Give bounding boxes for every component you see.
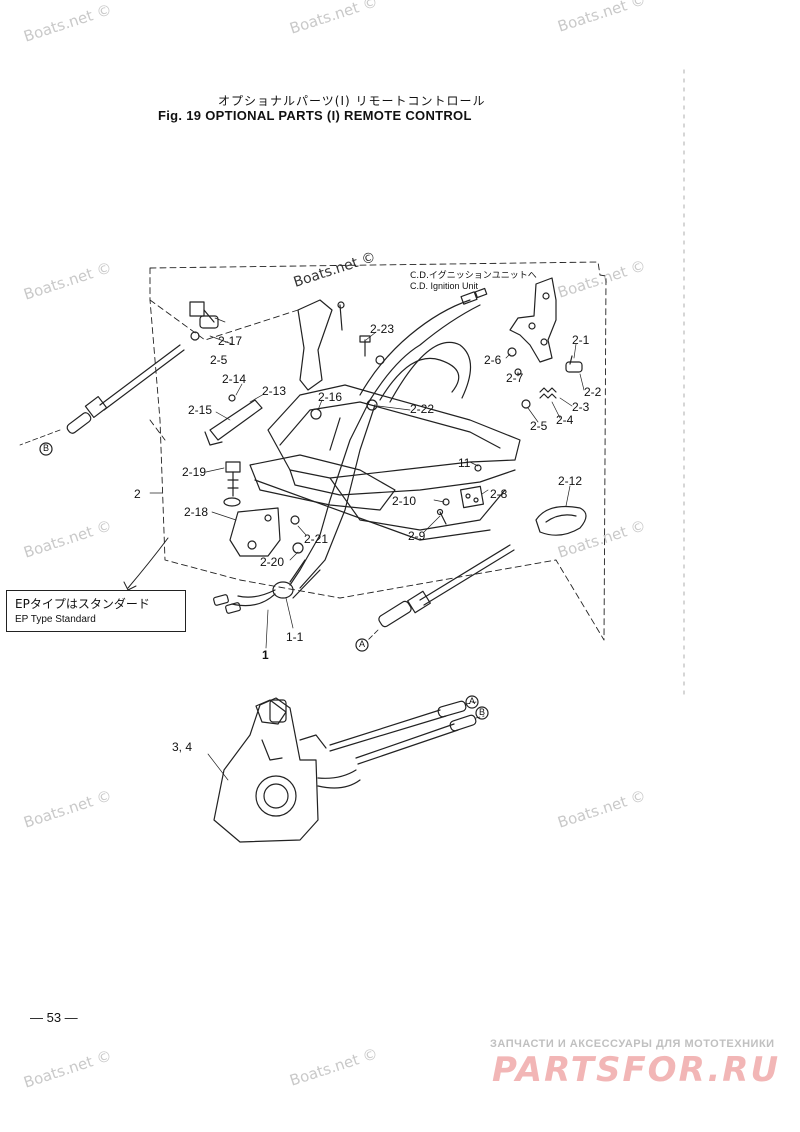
part-label-2-2: 2-2	[584, 385, 602, 399]
callout-a: A	[359, 639, 366, 649]
part-label-2-1: 2-1	[572, 333, 590, 347]
callout-a-circle-2	[465, 695, 479, 709]
part-label-2-16: 2-16	[318, 390, 343, 404]
leader-lines	[149, 317, 585, 781]
part-label-2-7: 2-7	[506, 371, 524, 385]
control-lever	[297, 299, 345, 391]
part-1-harness	[213, 559, 321, 614]
part-label-2-21: 2-21	[304, 532, 329, 546]
part-label-2-3: 2-3	[572, 400, 590, 414]
page-number: — 53 —	[30, 1010, 78, 1025]
part-2-6-nut	[507, 347, 517, 357]
part-label-2-5: 2-5	[530, 419, 548, 433]
part-2-4-spring	[539, 387, 557, 399]
callout-b: B	[479, 707, 486, 717]
shift-cable-a	[367, 544, 515, 641]
remote-cables	[329, 700, 485, 765]
part-label-3-4: 3, 4	[172, 740, 193, 754]
ep-note: EP Type Standard	[15, 614, 96, 625]
part-label-2-22: 2-22	[410, 402, 435, 416]
wiring-harness	[289, 287, 488, 589]
callout-a: A	[469, 696, 476, 706]
part-2-13-plate	[204, 399, 263, 446]
part-2-5-nut-left	[190, 331, 200, 341]
part-label-2-15: 2-15	[188, 403, 213, 417]
part-label-2-13: 2-13	[262, 384, 287, 398]
part-2-1-bracket	[509, 277, 557, 363]
callout-a-circle-1	[355, 638, 369, 652]
part-label-2-23: 2-23	[370, 322, 395, 336]
part-label-1-1: 1-1	[286, 630, 304, 644]
part-11-screw	[474, 464, 482, 472]
part-2-20-nut	[292, 542, 304, 554]
part-2-19-bolt	[225, 461, 241, 497]
washer	[223, 497, 241, 507]
part-label-2-18: 2-18	[184, 505, 209, 519]
part-label-2-19: 2-19	[182, 465, 207, 479]
part-2-18-bracket	[229, 507, 281, 557]
ep-note-box: EPタイプはスタンダード EP Type Standard	[6, 590, 186, 632]
figure-title-jp: オプショナルパーツ(I) リモートコントロール	[218, 94, 486, 108]
part-2-5-nut-right	[521, 399, 531, 409]
part-label-2-12: 2-12	[558, 474, 583, 488]
callout-b-circle-2	[475, 706, 489, 720]
ignition-note-jp: C.D.イグニッションユニットへ	[410, 271, 537, 281]
part-label-2-14: 2-14	[222, 372, 247, 386]
part-2-12-cover	[535, 505, 587, 536]
ignition-note: C.D. Ignition Unit	[410, 281, 479, 291]
ep-note-jp: EPタイプはスタンダード	[15, 597, 150, 611]
ad-logo: PARTSFOR.RU	[492, 1050, 781, 1090]
part-label-2-20: 2-20	[260, 555, 285, 569]
callout-b: B	[43, 443, 50, 453]
part-2-23-screw	[359, 335, 371, 357]
part-2-21-nut	[290, 515, 300, 525]
part-label-2: 2	[134, 487, 141, 501]
part-label-11: 11	[458, 456, 471, 470]
part-label-2-5: 2-5	[210, 353, 228, 367]
part-label-2-17: 2-17	[218, 334, 243, 348]
callout-b-circle-1	[39, 442, 53, 456]
part-label-1: 1	[262, 648, 269, 662]
part-2-2-pin	[565, 355, 583, 373]
part-label-2-6: 2-6	[484, 353, 502, 367]
part-label-2-9: 2-9	[408, 529, 426, 543]
part-label-2-10: 2-10	[392, 494, 417, 508]
part-2-16-nut	[310, 408, 322, 420]
part-label-2-8: 2-8	[490, 487, 508, 501]
assembly-boundary	[149, 261, 607, 641]
part-label-2-4: 2-4	[556, 413, 574, 427]
part-2-9-screw	[436, 508, 447, 525]
part-2-14-screw	[228, 394, 236, 402]
throttle-cable-b	[19, 344, 185, 446]
figure-title: Fig. 19 OPTIONAL PARTS (I) REMOTE CONTRO…	[158, 108, 472, 123]
part-2-8-bracket	[459, 485, 485, 509]
main-frame	[249, 384, 521, 541]
remote-control-box	[213, 697, 361, 843]
ad-tagline: ЗАПЧАСТИ И АКСЕССУАРЫ ДЛЯ МОТОТЕХНИКИ	[490, 1038, 775, 1050]
part-2-17-bracket	[189, 301, 219, 329]
